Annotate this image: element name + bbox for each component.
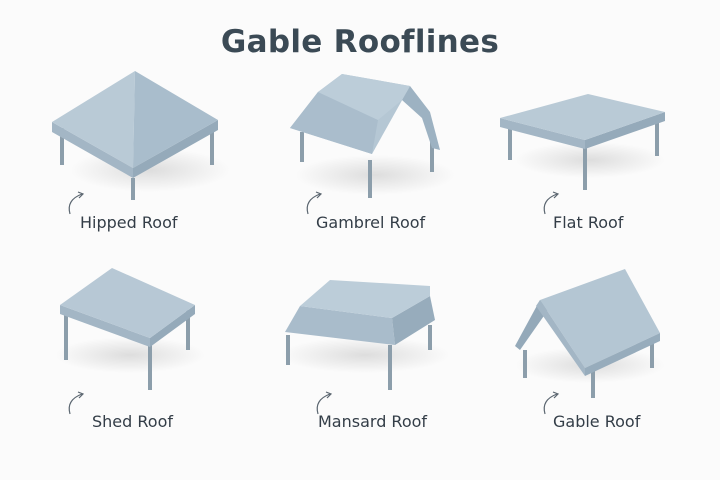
gambrel-roof-icon — [290, 74, 455, 198]
gable-roof-icon — [515, 269, 665, 398]
hipped-roof-icon — [52, 71, 230, 200]
gable-roof-label: Gable Roof — [553, 412, 641, 431]
mansard-roof-icon — [280, 280, 450, 390]
mansard-roof-label: Mansard Roof — [318, 412, 428, 431]
hipped-roof-label: Hipped Roof — [80, 213, 178, 232]
shed-roof-label: Shed Roof — [92, 412, 173, 431]
shed-roof-icon — [55, 268, 205, 390]
curved-arrow-icons — [68, 191, 560, 415]
flat-roof-label: Flat Roof — [553, 213, 624, 232]
flat-roof-icon — [500, 94, 665, 190]
page-title: Gable Rooflines — [220, 24, 500, 60]
gambrel-roof-label: Gambrel Roof — [316, 213, 426, 232]
